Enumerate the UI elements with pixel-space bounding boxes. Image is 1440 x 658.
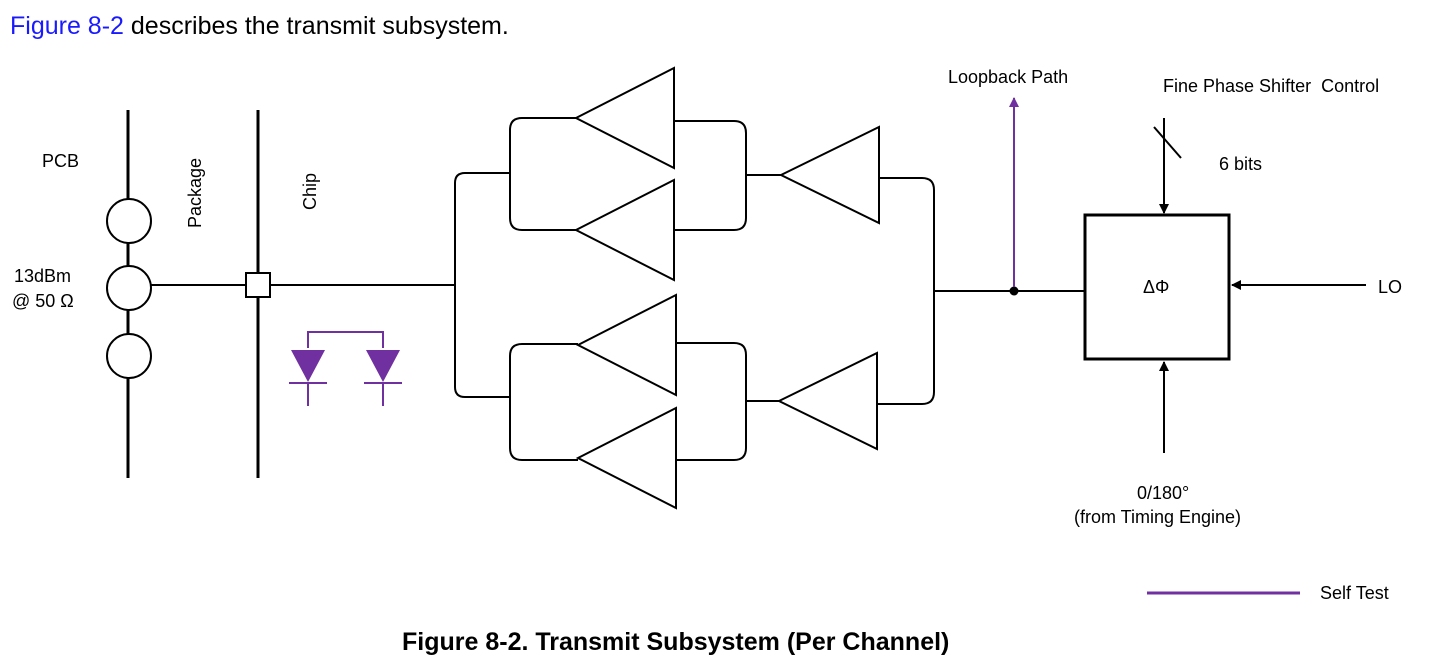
connector-pin-top — [106, 198, 152, 244]
label-pcb: PCB — [42, 151, 79, 171]
combiner-bottom — [676, 342, 779, 461]
intro-text: Figure 8-2 describes the transmit subsys… — [10, 12, 509, 41]
phase-symbol: ΔΦ — [1143, 277, 1169, 297]
label-loopback: Loopback Path — [948, 67, 1068, 87]
label-phase-sel-1: 0/180° — [1137, 483, 1189, 503]
label-power-1: 13dBm — [14, 266, 71, 286]
bus-slash — [1153, 126, 1182, 159]
combiner-top — [674, 120, 781, 231]
splitter-level1 — [454, 172, 510, 398]
label-power-2: @ 50 Ω — [12, 291, 74, 311]
amplifier-2b — [776, 351, 878, 451]
label-bits: 6 bits — [1219, 154, 1262, 174]
label-fine-phase: Fine Phase Shifter Control — [1163, 76, 1379, 96]
diode-left — [291, 350, 325, 382]
connector-pin-bottom — [106, 333, 152, 379]
self-test-link — [307, 331, 384, 348]
connector-pin-signal — [106, 265, 152, 311]
label-lo: LO — [1378, 277, 1402, 297]
label-package: Package — [185, 158, 205, 228]
amplifier-1d — [575, 406, 677, 510]
junction-dot — [1009, 286, 1019, 296]
amplifier-1b — [573, 178, 675, 282]
diode-right — [366, 350, 400, 382]
intro-rest: describes the transmit subsystem. — [123, 12, 509, 40]
legend-label: Self Test — [1320, 583, 1389, 603]
label-chip: Chip — [300, 173, 320, 210]
figure-link[interactable]: Figure 8-2 — [10, 12, 124, 40]
label-phase-sel-2: (from Timing Engine) — [1074, 507, 1241, 527]
phase-shifter-box — [1083, 213, 1231, 361]
amplifier-1c — [575, 293, 677, 397]
combiner-final — [877, 177, 1085, 405]
splitter-bottom — [509, 343, 523, 461]
figure-caption: Figure 8-2. Transmit Subsystem (Per Chan… — [402, 628, 949, 656]
splitter-top — [509, 117, 523, 231]
amplifier-1a — [573, 66, 675, 170]
bond-pad — [245, 272, 271, 298]
amplifier-2a — [778, 125, 880, 225]
